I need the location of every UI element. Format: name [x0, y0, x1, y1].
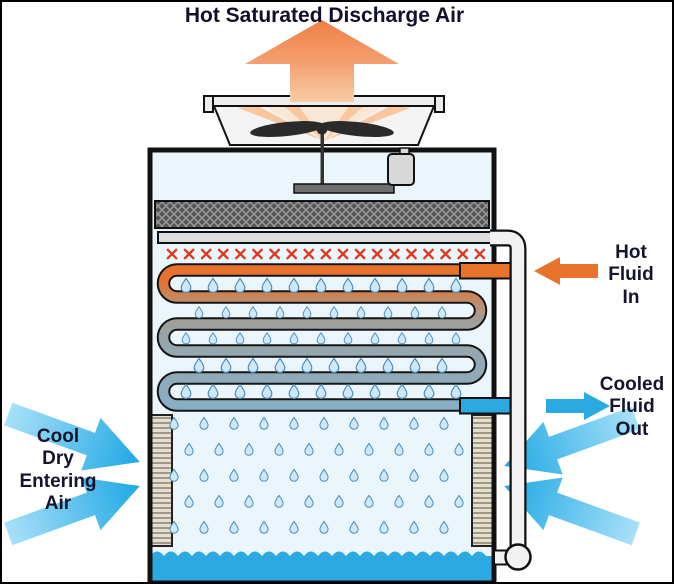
label-hot-fluid-in: Hot Fluid In	[608, 242, 654, 308]
fan-support-bar	[293, 183, 395, 194]
label-entering-air: Cool Dry Entering Air	[19, 426, 97, 515]
cooled-fluid-outlet-stub	[459, 397, 513, 415]
hot-fluid-in-arrow	[534, 257, 598, 285]
louvers	[148, 414, 496, 547]
cowl-rim-tab-right	[434, 95, 445, 113]
spray-water-riser-pipe	[490, 229, 532, 571]
spray-header-pipe	[157, 231, 493, 244]
cowl-rim-tab-left	[203, 95, 214, 113]
hot-fluid-inlet-stub	[459, 262, 513, 280]
fan-blades	[250, 121, 394, 137]
basin-water	[150, 551, 494, 582]
cooled-fluid-out-arrow	[546, 392, 610, 420]
heat-exchange-coil	[156, 263, 497, 412]
fan-assembly	[203, 95, 445, 194]
riser-elbow	[504, 543, 532, 571]
label-cooled-fluid-out: Cooled Fluid Out	[599, 374, 665, 440]
title-discharge-air: Hot Saturated Discharge Air	[184, 4, 465, 27]
fan-shaft	[320, 129, 324, 186]
coil-tube	[158, 265, 497, 410]
discharge-air-arrow	[245, 20, 399, 102]
fan-motor	[387, 153, 415, 186]
drift-eliminator	[154, 200, 490, 229]
